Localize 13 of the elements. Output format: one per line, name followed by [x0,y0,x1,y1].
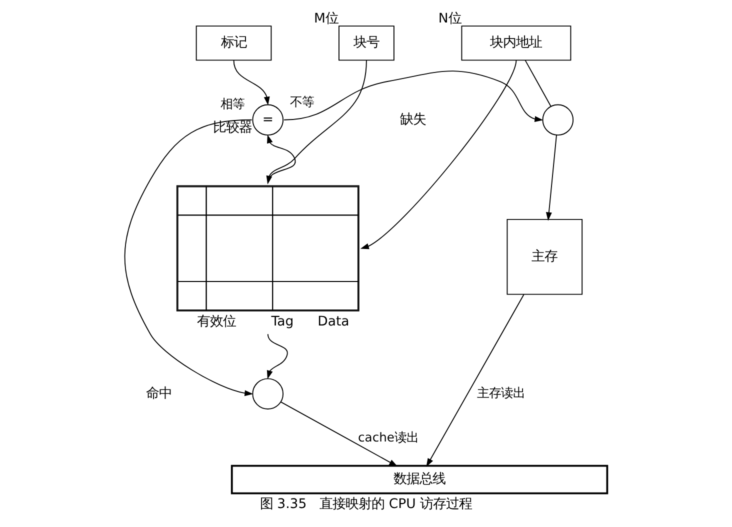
node-label: 有效位 [196,314,236,330]
node-label: M位 [314,11,338,26]
edge-label: 主存读出 [477,386,526,400]
node-label: Data [318,314,350,330]
edge-label: 相等 [220,96,244,111]
node-label: Tag [271,314,294,330]
caption: 图 3.35 直接映射的 CPU 访存过程 [260,496,472,512]
edge-label: cache读出 [358,430,418,445]
label: 缺失 [400,112,426,128]
node-label: N位 [438,11,462,26]
label: 命中 [146,386,172,402]
node-label: 比较器 [212,120,252,136]
edge-label: 不等 [290,95,314,110]
